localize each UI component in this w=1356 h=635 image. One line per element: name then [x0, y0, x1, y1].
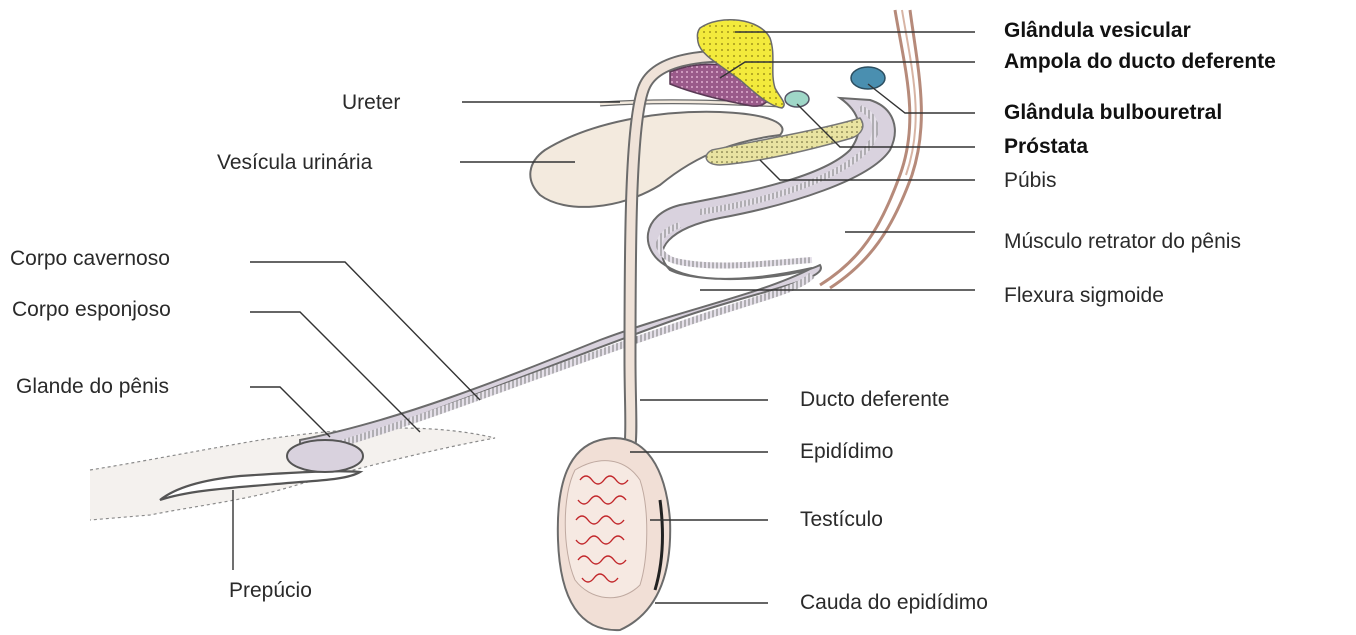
label-testiculo: Testículo [800, 509, 883, 530]
label-prostata: Próstata [1004, 136, 1088, 157]
prepuce-sheath [90, 428, 495, 520]
label-glandula-vesicular: Glândula vesicular [1004, 20, 1191, 41]
label-prepucio: Prepúcio [229, 580, 312, 601]
label-glande-do-penis: Glande do pênis [16, 376, 169, 397]
label-pubis: Púbis [1004, 170, 1057, 191]
label-ampola-ducto-deferente: Ampola do ducto deferente [1004, 51, 1276, 72]
label-musculo-retrator: Músculo retrator do pênis [1004, 231, 1241, 252]
label-ureter: Ureter [342, 92, 400, 113]
bulbourethral-gland [851, 67, 885, 89]
label-vesicula-urinaria: Vesícula urinária [217, 152, 372, 173]
label-corpo-esponjoso: Corpo esponjoso [12, 299, 171, 320]
label-epididimo: Epidídimo [800, 441, 893, 462]
label-ducto-deferente: Ducto deferente [800, 389, 949, 410]
label-flexura-sigmoide: Flexura sigmoide [1004, 285, 1164, 306]
label-cauda-do-epididimo: Cauda do epidídimo [800, 592, 988, 613]
testis [558, 438, 670, 630]
label-corpo-cavernoso: Corpo cavernoso [10, 248, 170, 269]
label-glandula-bulbouretral: Glândula bulbouretral [1004, 102, 1222, 123]
